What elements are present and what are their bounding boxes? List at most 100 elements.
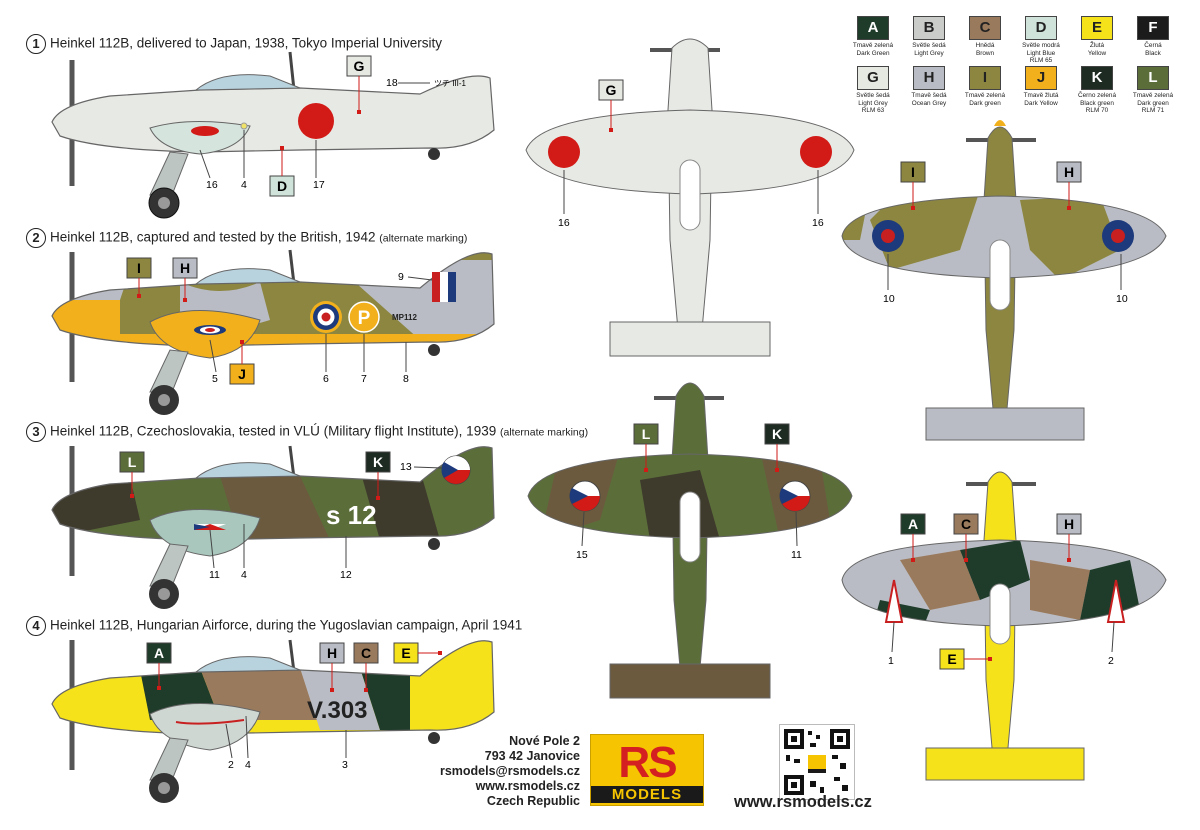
svg-text:s 12: s 12 — [326, 500, 377, 530]
swatch-code: J — [1025, 66, 1057, 90]
topview-1-wing — [525, 109, 855, 195]
wing-1 — [149, 120, 251, 155]
svg-text:4: 4 — [241, 179, 247, 191]
svg-text:H: H — [1064, 164, 1074, 180]
svg-text:A: A — [908, 516, 918, 532]
svg-text:12: 12 — [340, 569, 352, 581]
topview-1-hinomaru-right — [800, 136, 832, 168]
svg-text:G: G — [606, 82, 617, 98]
svg-text:2: 2 — [1108, 655, 1114, 667]
svg-text:10: 10 — [883, 293, 895, 305]
svg-text:L: L — [128, 454, 137, 470]
swatch-code: D — [1025, 16, 1057, 40]
svg-text:2: 2 — [228, 759, 234, 771]
fuselage-4 — [51, 640, 495, 735]
svg-text:3: 3 — [342, 759, 348, 771]
swatch-code: C — [969, 16, 1001, 40]
canopy-4 — [194, 656, 301, 673]
swatch-code: A — [857, 16, 889, 40]
topview-1-aircraft: G 16 16 — [525, 38, 855, 357]
qr-code[interactable] — [779, 724, 855, 800]
swatch-code: B — [913, 16, 945, 40]
rs-models-logo: RS MODELS — [590, 734, 704, 806]
svg-text:I: I — [911, 164, 915, 180]
svg-text:C: C — [961, 516, 971, 532]
swatch-code: H — [913, 66, 945, 90]
profile-2-aircraft: P MP112 I H J 9 5 6 7 8 — [51, 249, 495, 415]
topview-3-wing — [527, 453, 853, 539]
fin-flash-2 — [432, 272, 440, 302]
topview-2-aircraft: I H 10 10 — [841, 120, 1167, 441]
topview-2-wing — [841, 195, 1167, 279]
svg-text:G: G — [354, 58, 365, 74]
swatch-code: L — [1137, 66, 1169, 90]
svg-text:7: 7 — [361, 373, 367, 385]
svg-text:4: 4 — [241, 569, 247, 581]
website-url[interactable]: www.rsmodels.cz — [734, 793, 872, 811]
svg-text:P: P — [358, 308, 371, 329]
canopy-3 — [194, 462, 301, 479]
topview-4-wing — [841, 539, 1167, 627]
svg-text:13: 13 — [400, 461, 412, 473]
topview-2-tail — [925, 407, 1085, 441]
topview-1-tail — [609, 321, 771, 357]
qr-code-icon — [784, 729, 850, 795]
wing-4 — [149, 702, 261, 751]
fuselage-2 — [51, 252, 495, 347]
swatch-code: I — [969, 66, 1001, 90]
svg-text:ツチ III-1: ツチ III-1 — [434, 79, 467, 88]
topview-3-tail — [609, 663, 771, 699]
company-address: Nové Pole 2 793 42 Janovice rsmodels@rsm… — [439, 734, 580, 808]
hinomaru-wing-1 — [191, 126, 219, 136]
svg-text:16: 16 — [812, 217, 824, 229]
svg-text:H: H — [180, 260, 190, 276]
svg-text:18: 18 — [386, 77, 398, 89]
svg-text:15: 15 — [576, 549, 588, 561]
svg-text:V.303: V.303 — [307, 697, 368, 724]
swatch-code: G — [857, 66, 889, 90]
svg-text:MP112: MP112 — [392, 313, 417, 322]
topview-4-tail — [925, 747, 1085, 781]
svg-text:E: E — [947, 651, 956, 667]
svg-text:A: A — [154, 645, 164, 661]
svg-text:8: 8 — [403, 373, 409, 385]
svg-text:H: H — [327, 645, 337, 661]
svg-text:10: 10 — [1116, 293, 1128, 305]
fuselage-3 — [51, 446, 495, 541]
svg-text:11: 11 — [791, 549, 802, 561]
swatch-code: E — [1081, 16, 1113, 40]
antenna-1 — [288, 51, 296, 91]
svg-text:16: 16 — [558, 217, 570, 229]
canopy-1 — [194, 74, 301, 91]
svg-text:E: E — [401, 645, 410, 661]
svg-text:6: 6 — [323, 373, 329, 385]
svg-text:H: H — [1064, 516, 1074, 532]
svg-text:4: 4 — [245, 759, 251, 771]
svg-text:D: D — [277, 178, 287, 194]
roundel-2 — [321, 312, 331, 322]
